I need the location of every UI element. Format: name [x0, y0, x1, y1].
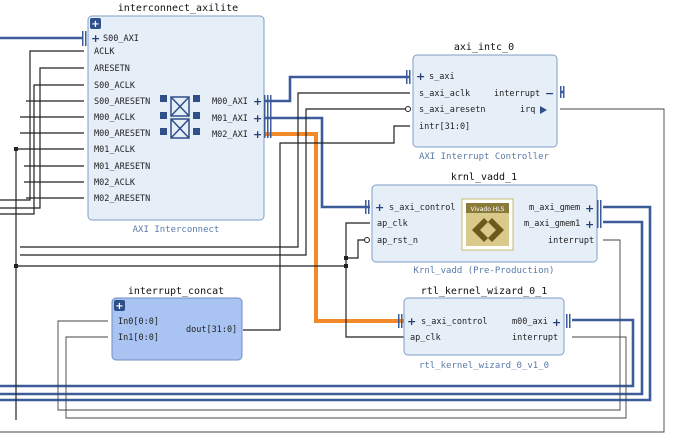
output-arrow-icon — [540, 106, 547, 114]
block-title: interrupt_concat — [128, 286, 224, 297]
bus-plus-icon[interactable]: + — [407, 315, 416, 328]
bus-plus-icon[interactable]: + — [253, 112, 262, 125]
block-title: interconnect_axilite — [118, 3, 238, 14]
net-gmem1[interactable] — [0, 220, 644, 396]
block-subtitle: AXI Interrupt Controller — [419, 152, 550, 162]
bus-plus-icon[interactable]: + — [375, 201, 384, 214]
bus-plus-icon[interactable]: + — [585, 218, 594, 231]
expand-icon[interactable] — [114, 300, 125, 311]
block-subtitle: rtl_kernel_wizard_0_v1_0 — [419, 361, 549, 371]
block-axi-intc[interactable]: axi_intc_0 + s_axi s_axi_aclk s_axi_ares… — [405, 42, 565, 162]
svg-text:Vivado HLS: Vivado HLS — [471, 206, 505, 213]
port-label: ACLK — [94, 47, 115, 57]
vivado-hls-logo-icon: Vivado HLS — [461, 198, 514, 251]
bus-plus-icon[interactable]: + — [91, 32, 100, 45]
block-interconnect-axilite[interactable]: interconnect_axilite + + S00_AXI ACLK AR… — [82, 3, 272, 235]
block-rtl-kernel-wizard[interactable]: rtl_kernel_wizard_0_1 + s_axi_control ap… — [398, 286, 571, 371]
port-label: M02_AXI — [212, 130, 248, 140]
port-label: M02_ACLK — [94, 178, 136, 188]
net-intr[interactable] — [243, 125, 410, 331]
block-subtitle: Krnl_vadd (Pre-Production) — [414, 266, 555, 276]
junction — [344, 256, 348, 260]
inverted-port-icon — [405, 106, 411, 112]
port-label: s_axi — [429, 72, 455, 82]
nets — [0, 36, 665, 433]
bus-plus-icon[interactable]: + — [253, 95, 262, 108]
port-label: ap_clk — [377, 219, 408, 229]
bus-plus-icon[interactable]: + — [552, 316, 561, 329]
port-label: M01_ACLK — [94, 145, 136, 155]
block-subtitle: AXI Interconnect — [133, 225, 220, 235]
port-label: S00_AXI — [103, 34, 139, 44]
port-label: ap_rst_n — [377, 236, 418, 246]
port-label: In1[0:0] — [118, 333, 159, 343]
port-label: M01_AXI — [212, 114, 248, 124]
port-label: dout[31:0] — [186, 325, 237, 335]
port-label: irq — [520, 105, 535, 115]
port-label: s_axi_control — [389, 203, 456, 213]
crossbar-icon — [160, 95, 200, 139]
block-interrupt-concat[interactable]: interrupt_concat + In0[0:0] In1[0:0] dou… — [111, 286, 243, 361]
block-krnl-vadd[interactable]: krnl_vadd_1 + s_axi_control ap_clk ap_rs… — [364, 172, 602, 276]
left-ports: + S00_AXI ACLK ARESETN S00_ACLK S00_ARES… — [91, 32, 150, 204]
net-m01-axi[interactable] — [262, 116, 370, 209]
port-label: S00_ACLK — [94, 81, 136, 91]
port-label: s_axi_aresetn — [419, 105, 486, 115]
bus-plus-icon[interactable]: + — [253, 128, 262, 141]
net-aresetn[interactable] — [0, 67, 84, 209]
net-wizard-clk[interactable] — [345, 266, 405, 338]
net-vadd-clk[interactable] — [16, 222, 370, 267]
net-intc-aclk[interactable] — [20, 92, 410, 248]
port-label: m_axi_gmem — [529, 203, 580, 213]
net-wizard-interrupt[interactable] — [65, 336, 627, 419]
port-label: ARESETN — [94, 64, 130, 74]
net-m00-axi[interactable] — [262, 75, 410, 103]
net-irq[interactable] — [0, 108, 665, 433]
net-intc-aresetn[interactable] — [20, 108, 410, 256]
block-title: axi_intc_0 — [454, 42, 514, 53]
bus-connector-icon — [597, 200, 602, 228]
expand-icon[interactable] — [90, 18, 101, 29]
port-label: m00_axi — [512, 317, 548, 327]
net-m01-aclk[interactable] — [15, 148, 84, 420]
port-label: In0[0:0] — [118, 317, 159, 327]
port-label: interrupt — [548, 236, 594, 246]
port-label: interrupt — [512, 333, 558, 343]
bus-plus-icon[interactable]: + — [416, 70, 425, 83]
port-label: ap_clk — [410, 333, 441, 343]
bus-plus-icon[interactable]: + — [585, 202, 594, 215]
bus-connector-icon — [82, 31, 272, 138]
port-label: s_axi_control — [421, 317, 488, 327]
bus-connector-icon — [398, 314, 571, 328]
port-label: S00_ARESETN — [94, 97, 150, 107]
block-title: rtl_kernel_wizard_0_1 — [421, 286, 547, 297]
port-label: M00_ACLK — [94, 113, 136, 123]
junction — [14, 147, 18, 151]
port-label: intr[31:0] — [419, 122, 470, 132]
junction — [344, 264, 348, 268]
net-vadd-interrupt[interactable] — [57, 239, 621, 411]
inverted-port-icon — [364, 237, 370, 243]
net-m00-axi-wizard[interactable] — [0, 318, 635, 388]
net-m02-axi-highlighted[interactable] — [262, 132, 405, 323]
port-label: M02_ARESETN — [94, 194, 150, 204]
junction — [14, 264, 18, 268]
net-gmem[interactable] — [0, 205, 652, 402]
port-label: interrupt — [494, 89, 540, 99]
port-label: m_axi_gmem1 — [524, 219, 580, 229]
port-label: s_axi_aclk — [419, 89, 470, 99]
port-label: M00_ARESETN — [94, 129, 150, 139]
net-aclk[interactable] — [0, 50, 84, 201]
right-ports: M00_AXI + M01_AXI + M02_AXI + — [212, 95, 262, 141]
minus-icon[interactable]: − — [545, 87, 554, 100]
block-title: krnl_vadd_1 — [451, 172, 517, 183]
bus-connector-icon — [406, 70, 565, 98]
port-label: M00_AXI — [212, 97, 248, 107]
port-label: M01_ARESETN — [94, 162, 150, 172]
plus-icon: + — [91, 19, 99, 30]
bus-connector-icon — [365, 200, 370, 214]
plus-icon: + — [115, 301, 123, 312]
